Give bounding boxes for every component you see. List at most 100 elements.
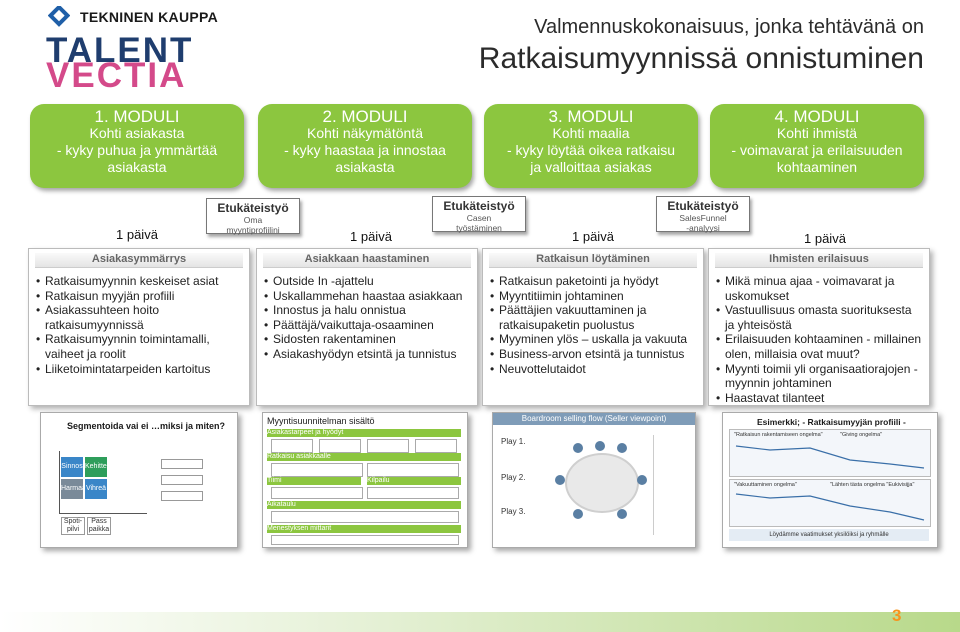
day-label-4: 1 päivä <box>804 231 846 246</box>
thumb-1-y-axis <box>59 451 60 513</box>
module-4-line3: kohtaaminen <box>776 159 858 175</box>
panel-4-heading: Ihmisten erilaisuus <box>715 253 923 268</box>
seat-icon <box>637 475 647 485</box>
list-item: Vastuullisuus omasta suorituksesta ja yh… <box>716 303 923 332</box>
module-1-box: 1. MODULI Kohti asiakasta - kyky puhua j… <box>30 104 244 188</box>
list-item: Liiketoimintatarpeiden kartoitus <box>36 362 243 377</box>
module-3-line2: - kyky löytää oikea ratkaisu <box>506 142 676 158</box>
list-item: Ratkaisumyynnin toimintamalli, vaiheet j… <box>36 332 243 361</box>
list-item: Innostus ja halu onnistua <box>264 303 471 318</box>
pre-assignment-2-sub1: Casen <box>466 213 492 223</box>
thumb-3-play: Play 2. <box>501 473 526 482</box>
list-item: Haastavat tilanteet <box>716 391 923 406</box>
thumb-2-cell <box>415 439 457 453</box>
list-item: Asiakashyödyn etsintä ja tunnistus <box>264 347 471 362</box>
thumb-4-line-chart-icon <box>735 493 925 521</box>
thumb-3-play: Play 1. <box>501 437 526 446</box>
list-item: Sidosten rakentaminen <box>264 332 471 347</box>
thumb-3-notes <box>653 435 690 535</box>
page-number: 3 <box>892 606 902 625</box>
list-item: Ratkaisun paketointi ja hyödyt <box>490 274 697 289</box>
thumb-4-sub3: "Vakuuttaminen ongelma" <box>734 482 797 488</box>
pre-assignment-2: Etukäteistyö Casen työstäminen <box>432 196 526 233</box>
list-item: Myynti toimii yli organisaatiorajojen - … <box>716 362 923 391</box>
thumb-4-chart-bottom: "Vakuuttaminen ongelma" "Lähten tästa on… <box>729 479 931 527</box>
module-3-line1: Kohti maalia <box>552 125 630 141</box>
panel-2-list: Outside In -ajattelu Uskallammehan haast… <box>257 274 477 362</box>
thumb-1-x-axis <box>59 513 147 514</box>
module-1-line3: asiakasta <box>107 159 167 175</box>
seat-icon <box>555 475 565 485</box>
pre-assignment-3: Etukäteistyö SalesFunnel -analyysi <box>656 196 750 233</box>
seat-icon <box>573 509 583 519</box>
pre-assignment-1-title: Etukäteistyö <box>217 201 289 215</box>
seat-icon <box>617 509 627 519</box>
thumb-4-sub4: "Lähten tästa ongelma "Eukivisijja" <box>830 482 915 488</box>
pre-assignment-1-sub1: Oma <box>243 215 263 225</box>
list-item: Business-arvon etsintä ja tunnistus <box>490 347 697 362</box>
thumbnail-seller-profile: Esimerkki; - Ratkaisumyyjän profiili - "… <box>722 412 938 548</box>
thumb-1-cell: Vihreä <box>85 479 107 499</box>
module-2-line1: Kohti näkymätöntä <box>307 125 423 141</box>
thumb-2-cell <box>367 487 459 499</box>
thumb-2-row: Kilpailu <box>367 477 461 485</box>
pre-assignment-1-sub2: myyntiprofiilini <box>226 225 280 235</box>
thumb-2-cell <box>367 463 459 477</box>
list-item: Outside In -ajattelu <box>264 274 471 289</box>
list-item: Ratkaisumyynnin keskeiset asiat <box>36 274 243 289</box>
thumb-2-cell <box>319 439 361 453</box>
panel-3-heading: Ratkaisun löytäminen <box>489 253 697 268</box>
thumb-2-cell <box>271 487 363 499</box>
thumb-2-row: Tiimi <box>267 477 361 485</box>
day-label-2: 1 päivä <box>350 229 392 244</box>
list-item: Myyntitiimin johtaminen <box>490 289 697 304</box>
thumb-4-footer: Löydämme vaatimukset yksilöiksi ja ryhmä… <box>729 529 929 541</box>
day-label-3: 1 päivä <box>572 229 614 244</box>
module-2-line3: asiakasta <box>335 159 395 175</box>
thumb-2-row: Aikataulu <box>267 501 461 509</box>
list-item: Asiakassuhteen hoito ratkaisumyynnissä <box>36 303 243 332</box>
pre-assignment-1: Etukäteistyö Oma myyntiprofiilini <box>206 198 300 235</box>
thumb-1-cell: Kehittele <box>85 457 112 477</box>
thumb-2-row: Ratkaisu asiakkaalle <box>267 453 461 461</box>
tekninen-kauppa-label: TEKNINEN KAUPPA <box>80 9 219 25</box>
thumb-2-title: Myyntisuunnitelman sisältö <box>267 416 375 426</box>
brand-talent: TALENT <box>46 31 194 70</box>
list-item: Ratkaisun myyjän profiili <box>36 289 243 304</box>
seat-icon <box>573 443 583 453</box>
module-3-title: 3. MODULI <box>548 107 634 126</box>
module-4-title: 4. MODULI <box>774 107 860 126</box>
list-item: Neuvottelutaidot <box>490 362 697 377</box>
module-1-line1: Kohti asiakasta <box>89 125 185 141</box>
module-4-box: 4. MODULI Kohti ihmistä - voimavarat ja … <box>710 104 924 188</box>
list-item: Uskallammehan haastaa asiakkaan <box>264 289 471 304</box>
module-1-line2: - kyky puhua ja ymmärtää <box>56 142 218 158</box>
pre-assignment-3-title: Etukäteistyö <box>667 199 739 213</box>
thumb-1-cell: Pass paikka <box>87 517 111 535</box>
thumb-2-cell <box>271 535 459 545</box>
thumb-2-cell <box>271 463 363 477</box>
thumbnail-boardroom-flow: Boardroom selling flow (Seller viewpoint… <box>492 412 696 548</box>
panel-4-list: Mikä minua ajaa - voimavarat ja uskomuks… <box>709 274 929 405</box>
thumb-2-row: Asiakastarpeet ja hyödyt <box>267 429 461 437</box>
list-item: Mikä minua ajaa - voimavarat ja uskomuks… <box>716 274 923 303</box>
module-4-line1: Kohti ihmistä <box>776 125 858 141</box>
thumb-1-cell: Spoti-pilvi <box>61 517 85 535</box>
thumb-4-sub1: "Ratkaisun rakentamiseen ongelma" <box>734 432 823 438</box>
page-title-line2: Ratkaisumyynnissä onnistuminen <box>478 42 924 75</box>
module-2-box: 2. MODULI Kohti näkymätöntä - kyky haast… <box>258 104 472 188</box>
brand-vectia: VECTIA <box>46 56 187 95</box>
list-item: Myyminen ylös – uskalla ja vakuuta <box>490 332 697 347</box>
footer-gradient-bar <box>0 612 960 632</box>
thumbnail-sales-plan: Myyntisuunnitelman sisältö Asiakastarpee… <box>262 412 468 548</box>
module-2-title: 2. MODULI <box>322 107 408 126</box>
list-item: Päättäjien vakuuttaminen ja ratkaisupake… <box>490 303 697 332</box>
boardroom-table-icon <box>565 453 639 513</box>
thumb-1-cell: Sinnos <box>61 457 83 477</box>
pre-assignment-3-sub1: SalesFunnel <box>679 213 727 223</box>
thumb-2-cell <box>271 439 313 453</box>
thumb-1-note <box>161 491 203 501</box>
seat-icon <box>595 441 605 451</box>
panel-3-list: Ratkaisun paketointi ja hyödyt Myyntitii… <box>483 274 703 376</box>
panel-asiakasymmarrys: Asiakasymmärrys Ratkaisumyynnin keskeise… <box>28 248 250 406</box>
